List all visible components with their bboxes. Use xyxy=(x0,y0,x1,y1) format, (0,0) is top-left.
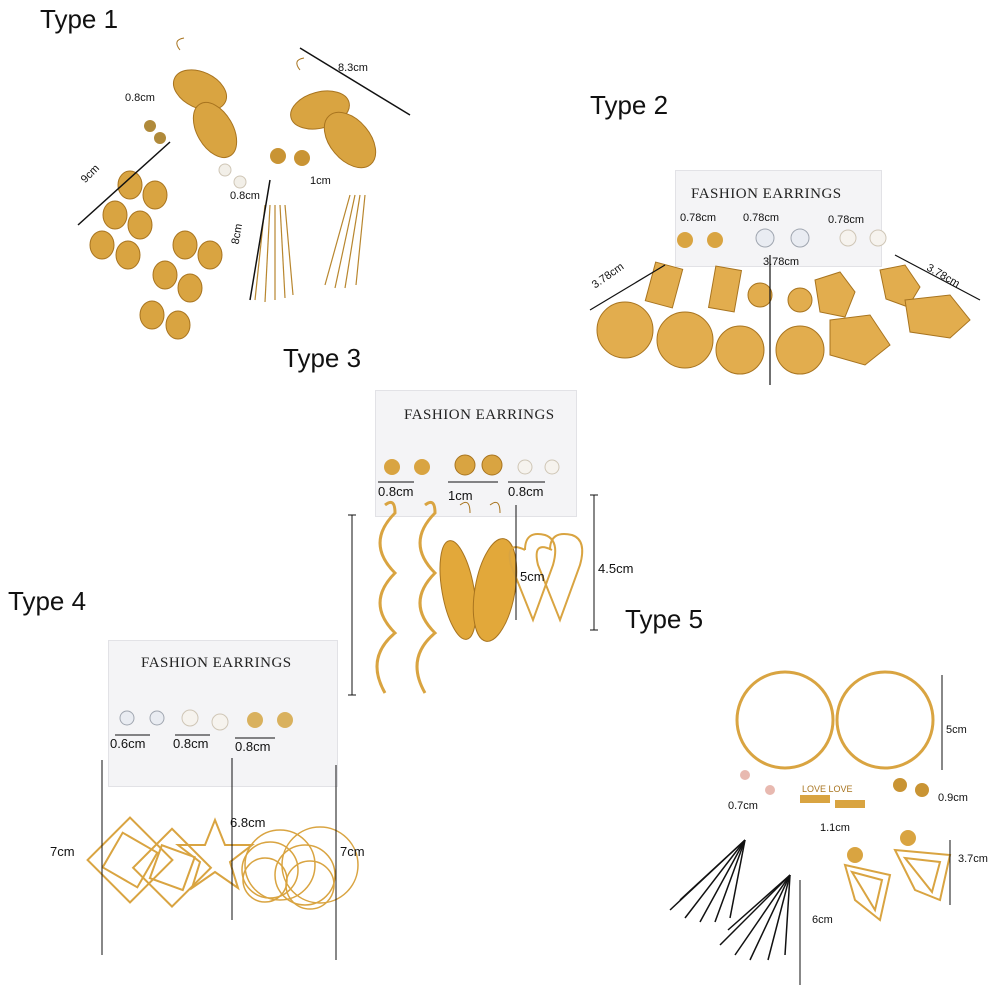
type-4-dim-a: 0.6cm xyxy=(110,736,146,751)
type-2-label: Type 2 xyxy=(590,90,669,120)
type-4-dim-e: 6.8cm xyxy=(230,815,266,830)
type-1-dim-e: 1cm xyxy=(310,175,331,187)
twist-earring-pair xyxy=(375,500,438,694)
chandelier-earring-left xyxy=(89,170,168,270)
gold-ball-stud xyxy=(893,778,907,792)
stud-pearl xyxy=(839,229,857,247)
type-1-earrings-illustration xyxy=(77,37,411,340)
type-5-dim-b: 0.7cm xyxy=(728,800,758,812)
type-3-card: FASHION EARRINGS xyxy=(375,390,577,517)
hammered-earring-pair xyxy=(814,264,971,366)
stud-flower xyxy=(270,148,286,164)
type-1-label: Type 1 xyxy=(40,4,119,34)
heart-earring-pair xyxy=(508,533,584,623)
type-1-dim-b: 8.3cm xyxy=(338,62,368,74)
type-5-dim-c: 0.9cm xyxy=(938,792,968,804)
type-3-panel: FASHION EARRINGS 0.8cm 1cm 0. xyxy=(340,385,660,700)
leaf-earring-right xyxy=(290,57,377,169)
type-2-card: FASHION EARRINGS xyxy=(675,170,882,267)
type-3-card-title: FASHION EARRINGS xyxy=(404,407,555,423)
type-4-card: FASHION EARRINGS xyxy=(108,640,338,787)
type-2-card-title: FASHION EARRINGS xyxy=(691,186,842,202)
type-4-dim-d: 7cm xyxy=(50,844,75,859)
type-2-panel: FASHION EARRINGS 0.78cm 0.78cm 0.78cm xyxy=(580,170,995,385)
stud-gold-small xyxy=(144,120,156,132)
type-4-card-title: FASHION EARRINGS xyxy=(141,655,292,671)
disc-earring-pair-2 xyxy=(715,282,825,375)
type-3-dim-f: 4.5cm xyxy=(598,561,634,576)
large-hoop-earring-pair xyxy=(735,670,935,770)
stud-knot-2 xyxy=(481,454,503,476)
stud-pearl xyxy=(517,459,533,475)
type-3-dim-c: 0.8cm xyxy=(508,484,544,499)
leaf-earring-left xyxy=(173,37,238,158)
type-5-dim-f: 6cm xyxy=(812,914,833,926)
chandelier-earring-right xyxy=(139,230,223,340)
type-5-dim-e: 3.7cm xyxy=(958,853,988,865)
gold-ball-stud-2 xyxy=(915,783,929,797)
type-4-dim-f: 7cm xyxy=(340,844,365,859)
leaf-drop-earring-pair xyxy=(439,501,518,642)
stud-pearl xyxy=(218,163,232,177)
tassel-earring-gold-right xyxy=(324,194,366,289)
type-4-dim-b: 0.8cm xyxy=(173,736,209,751)
type-5-dim-d: 1.1cm xyxy=(820,822,850,834)
stud-crystal xyxy=(119,710,135,726)
type-5-label: Type 5 xyxy=(625,604,704,634)
stud-pearl-2 xyxy=(869,229,887,247)
type-3-dim-b: 1cm xyxy=(448,488,473,503)
stud-gold-small-2 xyxy=(154,132,166,144)
type-5-dim-a: 5cm xyxy=(946,724,967,736)
stud-crystal-2 xyxy=(149,710,165,726)
hoop-cluster-earring-pair xyxy=(241,826,359,910)
geometric-triangle-earring-pair xyxy=(843,830,952,922)
stud-crystal-2 xyxy=(790,228,810,248)
tassel-earring-gold-left xyxy=(254,204,294,303)
stud-crystal xyxy=(755,228,775,248)
type-2-dim-c: 0.78cm xyxy=(828,214,865,226)
star-earring-pair xyxy=(175,817,255,891)
stud-pearl xyxy=(181,709,199,727)
type-4-earrings-illustration xyxy=(86,709,359,960)
stud-pearl-2 xyxy=(233,175,247,189)
type-2-earrings-illustration xyxy=(589,228,981,385)
type-3-label: Type 3 xyxy=(283,343,362,373)
type-1-dim-a: 0.8cm xyxy=(125,92,155,104)
type-2-dim-e: 3.78cm xyxy=(763,256,800,268)
stud-pearl-2 xyxy=(544,459,560,475)
stud-flower-2 xyxy=(294,150,310,166)
black-tassel-earring-pair xyxy=(669,839,791,961)
stud-gold-ball xyxy=(384,459,400,475)
type-4-dim-c: 0.8cm xyxy=(235,739,271,754)
stud-knot xyxy=(454,454,476,476)
stud-matte-gold xyxy=(247,712,263,728)
type-5-love-stud-text: LOVE LOVE xyxy=(802,784,853,794)
type-1-dim-d: 0.8cm xyxy=(230,190,260,202)
type-3-earrings-illustration xyxy=(348,454,598,696)
type-2-dim-b: 0.78cm xyxy=(743,212,780,224)
stud-gold-ball-2 xyxy=(414,459,430,475)
love-stud-pair xyxy=(800,795,865,808)
stud-gold-ball-2 xyxy=(707,232,723,248)
type-5-panel: 5cm 0.7cm 0.9cm 1.1cm 3.7cm 6cm LOVE LOV… xyxy=(650,660,995,995)
stud-gold-ball xyxy=(677,232,693,248)
stud-pearl-2 xyxy=(211,713,229,731)
type-3-dim-e: 5cm xyxy=(520,569,545,584)
type-5-earrings-illustration xyxy=(669,670,952,985)
disc-earring-pair-1 xyxy=(596,261,743,369)
diamond-earring-pair xyxy=(86,816,213,909)
type-4-panel: FASHION EARRINGS 0.6cm 0.8cm 0.8cm 7cm 6… xyxy=(40,640,400,965)
small-flower-studs xyxy=(740,770,775,795)
stud-matte-gold-2 xyxy=(277,712,293,728)
type-4-label: Type 4 xyxy=(8,586,87,616)
type-3-dim-a: 0.8cm xyxy=(378,484,414,499)
type-1-panel: 0.8cm 8.3cm 9cm 0.8cm 1cm 8cm xyxy=(60,30,420,360)
type-2-dim-a: 0.78cm xyxy=(680,212,717,224)
